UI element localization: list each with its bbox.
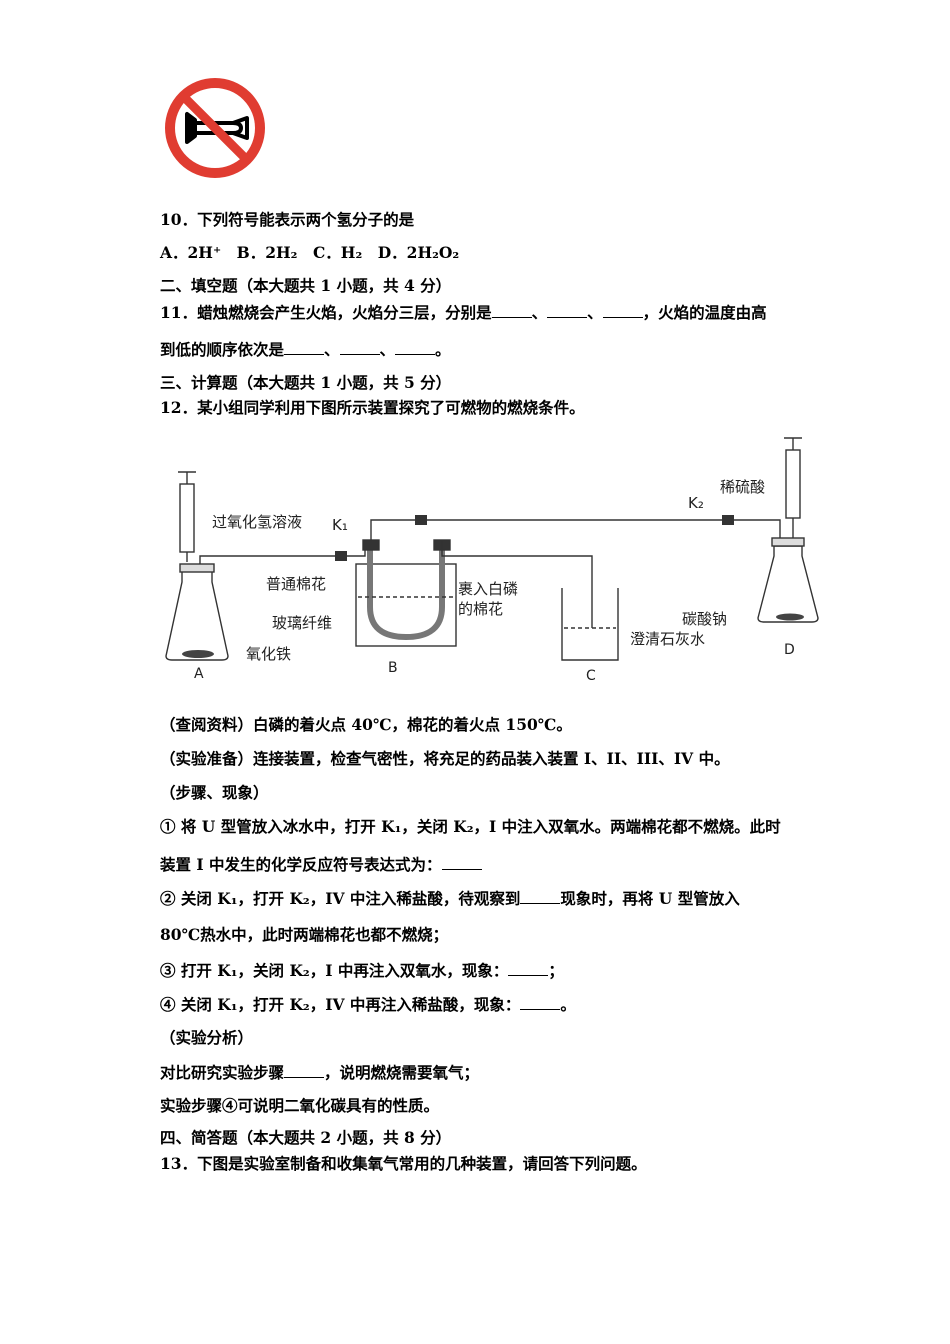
q12-step1-a: ① 将 U 型管放入冰水中，打开 K₁，关闭 K₂，I 中注入双氧水。两端棉花都… bbox=[160, 817, 781, 836]
step-text: 现象时，再将 U 型管放入 bbox=[560, 889, 740, 908]
syringe-d bbox=[785, 449, 801, 519]
label-white-p-1: 裹入白磷 bbox=[458, 580, 518, 598]
q12-step4: ④ 关闭 K₁，打开 K₂，IV 中再注入稀盐酸，现象： 。 bbox=[160, 995, 576, 1015]
step-text: ③ 打开 K₁，关闭 K₂，I 中再注入双氧水，现象： bbox=[160, 961, 509, 980]
label-k1: K₁ bbox=[332, 516, 348, 534]
label-d: D bbox=[784, 642, 795, 658]
answer-blank[interactable] bbox=[284, 340, 325, 355]
valve-k1 bbox=[335, 551, 347, 561]
q12-step2-a: ② 关闭 K₁，打开 K₂，IV 中注入稀盐酸，待观察到 现象时，再将 U 型管放… bbox=[160, 889, 740, 909]
separator: 、 bbox=[587, 303, 603, 322]
q13-stem: 13．下图是实验室制备和收集氧气常用的几种装置，请回答下列问题。 bbox=[160, 1154, 647, 1173]
step-text: ② 关闭 K₁，打开 K₂，IV 中注入稀盐酸，待观察到 bbox=[160, 889, 521, 908]
q12-analysis-2: 实验步骤④可说明二氧化碳具有的性质。 bbox=[160, 1096, 440, 1115]
q11-text: 到低的顺序依次是 bbox=[160, 340, 285, 359]
separator: 、 bbox=[379, 340, 396, 359]
q12-step1-b: 装置 I 中发生的化学反应符号表达式为： bbox=[160, 855, 482, 875]
no-horn-icon bbox=[165, 78, 265, 178]
period: 。 bbox=[435, 340, 451, 359]
answer-blank[interactable] bbox=[520, 889, 561, 904]
label-sodium-carbonate: 碳酸钠 bbox=[682, 610, 727, 628]
u-tube bbox=[367, 547, 445, 641]
label-cotton: 普通棉花 bbox=[266, 575, 326, 593]
label-white-p-2: 的棉花 bbox=[458, 600, 503, 618]
answer-blank[interactable] bbox=[284, 1063, 325, 1078]
answer-blank[interactable] bbox=[520, 995, 561, 1010]
answer-blank[interactable] bbox=[441, 855, 482, 870]
horn-icon bbox=[185, 112, 249, 144]
step-text: ④ 关闭 K₁，打开 K₂，IV 中再注入稀盐酸，现象： bbox=[160, 995, 521, 1014]
syringe-a bbox=[179, 483, 195, 553]
beaker-c bbox=[561, 588, 619, 661]
answer-blank[interactable] bbox=[395, 340, 436, 355]
label-a: A bbox=[194, 666, 204, 682]
q11-line2: 到低的顺序依次是 、 、 。 bbox=[160, 340, 451, 360]
answer-blank[interactable] bbox=[339, 340, 380, 355]
q12-stem: 12．某小组同学利用下图所示装置探究了可燃物的燃烧条件。 bbox=[160, 398, 585, 417]
label-limewater: 澄清石灰水 bbox=[630, 630, 705, 648]
q11-line1: 11．蜡烛燃烧会产生火焰，火焰分三层，分别是 、 、 ，火焰的温度由高 bbox=[160, 303, 767, 323]
q12-prep: （实验准备）连接装置，检查气密性，将充足的药品装入装置 I、II、III、IV … bbox=[160, 749, 730, 768]
section3-title: 三、计算题（本大题共 1 小题，共 5 分） bbox=[160, 373, 452, 392]
section2-title: 二、填空题（本大题共 1 小题，共 4 分） bbox=[160, 276, 452, 295]
label-h2o2: 过氧化氢溶液 bbox=[212, 513, 302, 531]
separator: 、 bbox=[324, 340, 340, 359]
q12-analysis-title: （实验分析） bbox=[160, 1028, 254, 1047]
q12-step2-b: 80℃热水中，此时两端棉花也都不燃烧； bbox=[160, 925, 449, 944]
answer-blank[interactable] bbox=[508, 961, 549, 976]
q12-analysis-1: 对比研究实验步骤 ，说明燃烧需要氧气； bbox=[160, 1063, 479, 1083]
q12-info: （查阅资料）白磷的着火点 40℃，棉花的着火点 150℃。 bbox=[160, 715, 572, 734]
label-k2: K₂ bbox=[688, 494, 704, 512]
label-iron-oxide: 氧化铁 bbox=[246, 645, 291, 663]
step-end: 。 bbox=[560, 995, 576, 1014]
flask-d bbox=[757, 545, 819, 623]
label-c: C bbox=[586, 668, 596, 684]
flask-a bbox=[165, 569, 229, 661]
answer-blank[interactable] bbox=[491, 303, 532, 318]
section4-title: 四、简答题（本大题共 2 小题，共 8 分） bbox=[160, 1128, 452, 1147]
q11-text: ，火焰的温度由高 bbox=[642, 303, 767, 322]
q10-stem: 10．下列符号能表示两个氢分子的是 bbox=[160, 210, 415, 229]
q11-text: 11．蜡烛燃烧会产生火焰，火焰分三层，分别是 bbox=[160, 303, 492, 322]
answer-blank[interactable] bbox=[602, 303, 643, 318]
q12-steps-title: （步骤、现象） bbox=[160, 783, 269, 802]
step-text: 装置 I 中发生的化学反应符号表达式为： bbox=[160, 855, 442, 874]
answer-blank[interactable] bbox=[547, 303, 588, 318]
q12-step3: ③ 打开 K₁，关闭 K₂，I 中再注入双氧水，现象： ； bbox=[160, 961, 564, 981]
q10-options: A．2H⁺ B．2H₂ C．H₂ D．2H₂O₂ bbox=[160, 243, 460, 262]
label-glass-fiber: 玻璃纤维 bbox=[272, 614, 332, 632]
separator: 、 bbox=[531, 303, 548, 322]
apparatus-figure: 过氧化氢溶液 K₁ K₂ 稀硫酸 普通棉花 裹入白磷 的棉花 玻璃纤维 氧化铁 … bbox=[165, 437, 819, 684]
label-acid: 稀硫酸 bbox=[720, 478, 765, 496]
step-end: ； bbox=[548, 961, 564, 980]
beaker-b bbox=[355, 563, 457, 647]
analysis-text: ，说明燃烧需要氧气； bbox=[324, 1063, 480, 1082]
valve-k2 bbox=[722, 515, 734, 525]
label-b: B bbox=[388, 660, 398, 676]
analysis-text: 对比研究实验步骤 bbox=[160, 1063, 285, 1082]
